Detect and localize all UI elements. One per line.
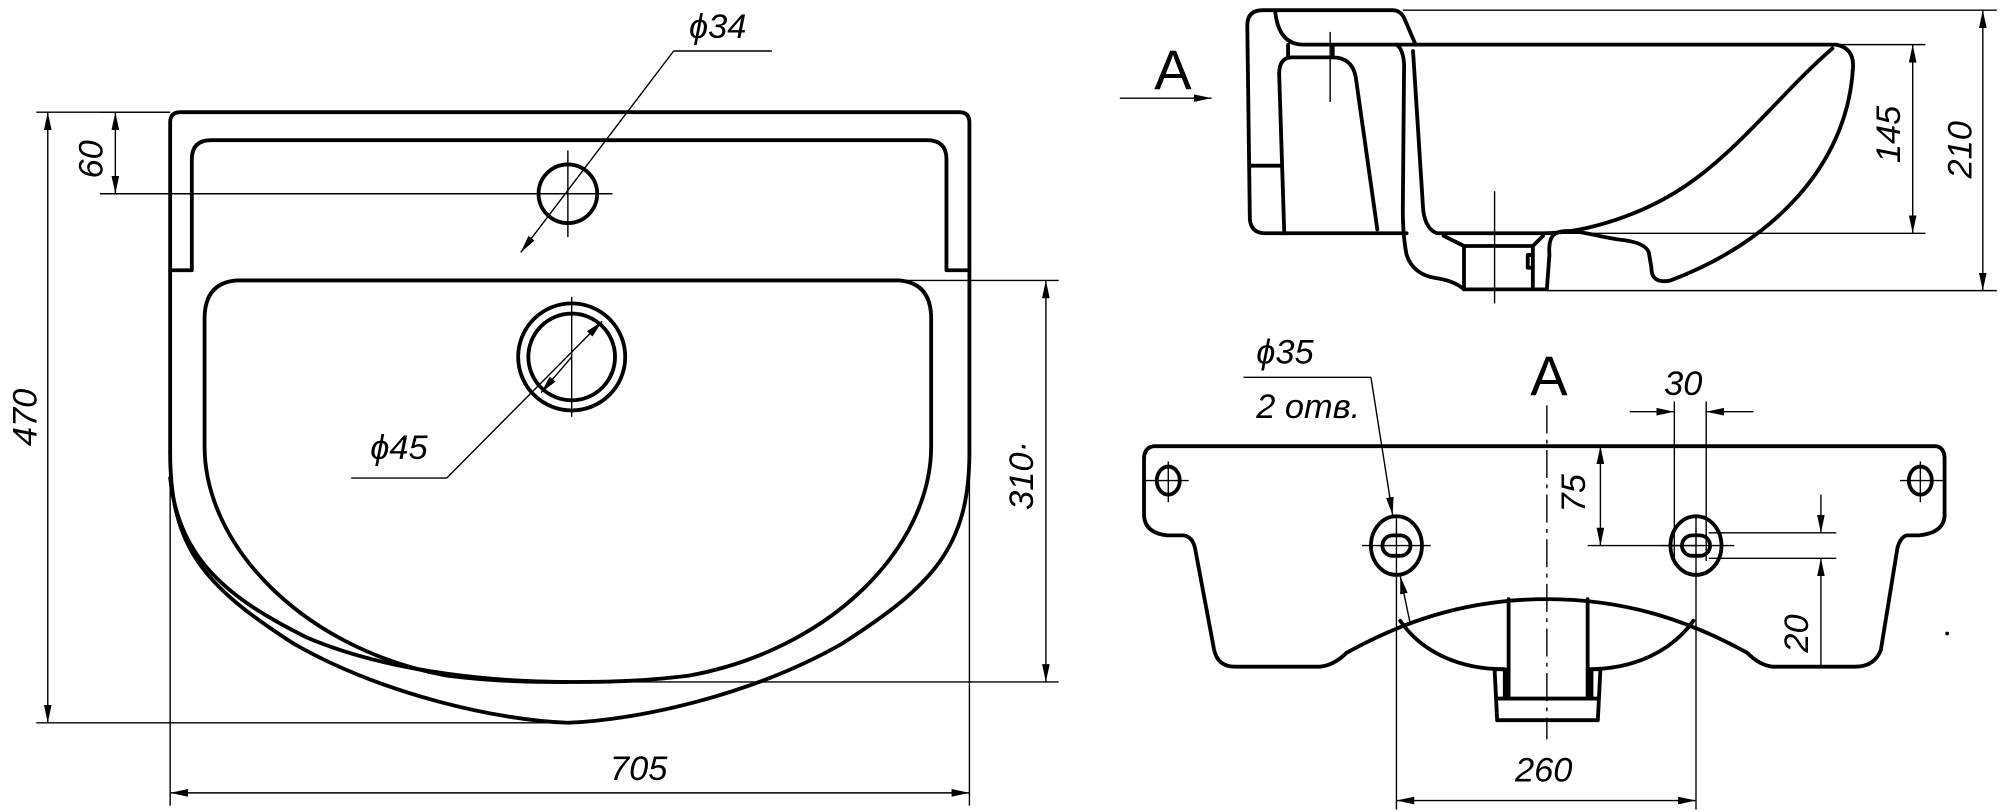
basin-inner-curve — [1411, 46, 1835, 236]
bowl-underside-curve — [1398, 618, 1696, 672]
dim-overall-width: 705 — [610, 750, 668, 788]
top-view: ϕ34 60 470 ϕ45 310· 705 — [6, 8, 1059, 806]
drain-pipe — [1492, 597, 1603, 723]
view-a: A ϕ35 2 отв. 30 75 — [1142, 333, 1950, 810]
bracket-inner-edge — [1277, 72, 1287, 236]
basin-outer-outline — [168, 110, 972, 455]
basin-rim — [1413, 42, 1855, 73]
dim-leader — [446, 320, 603, 479]
dim-hole-count: 2 отв. — [1255, 388, 1360, 426]
deck-inner-outline — [168, 138, 972, 273]
dim-tap-hole-diameter: ϕ34 — [689, 8, 746, 46]
basin-outer-curve — [1464, 68, 1855, 292]
bowl-outline — [202, 278, 934, 684]
outer-wall — [1394, 42, 1466, 292]
dim-hole-diameter: ϕ35 — [1256, 333, 1314, 371]
dim-bowl-height: 145 — [1870, 105, 1908, 163]
dim-overall-height: 210 — [1941, 121, 1979, 179]
dim-slot-width: 30 — [1664, 365, 1702, 403]
dim-leader — [1399, 576, 1412, 625]
stray-dot — [1945, 631, 1950, 636]
wall-bracket-outline — [1245, 8, 1418, 236]
dim-bowl-depth: 310· — [1003, 441, 1041, 510]
dim-hole-spacing: 260 — [1514, 751, 1572, 789]
bracket-mount-outline — [1277, 42, 1380, 232]
view-marker-a: A — [1154, 38, 1192, 101]
dim-rim-to-tap-hole: 60 — [73, 140, 111, 178]
dim-slot-height: 20 — [1778, 614, 1816, 653]
bracket-inner-line — [1273, 10, 1418, 47]
drain-notch — [1525, 253, 1535, 270]
dim-leader — [540, 356, 573, 394]
rear-outline — [1142, 444, 1947, 669]
dim-overall-depth: 470 — [6, 389, 44, 446]
dim-leader — [520, 50, 675, 253]
dim-drain-diameter: ϕ45 — [370, 429, 428, 467]
view-a-title: A — [1530, 344, 1568, 407]
side-view: A 145 210 — [1119, 8, 1997, 304]
dim-leader — [1370, 377, 1394, 516]
dim-hole-offset: 75 — [1555, 473, 1593, 512]
